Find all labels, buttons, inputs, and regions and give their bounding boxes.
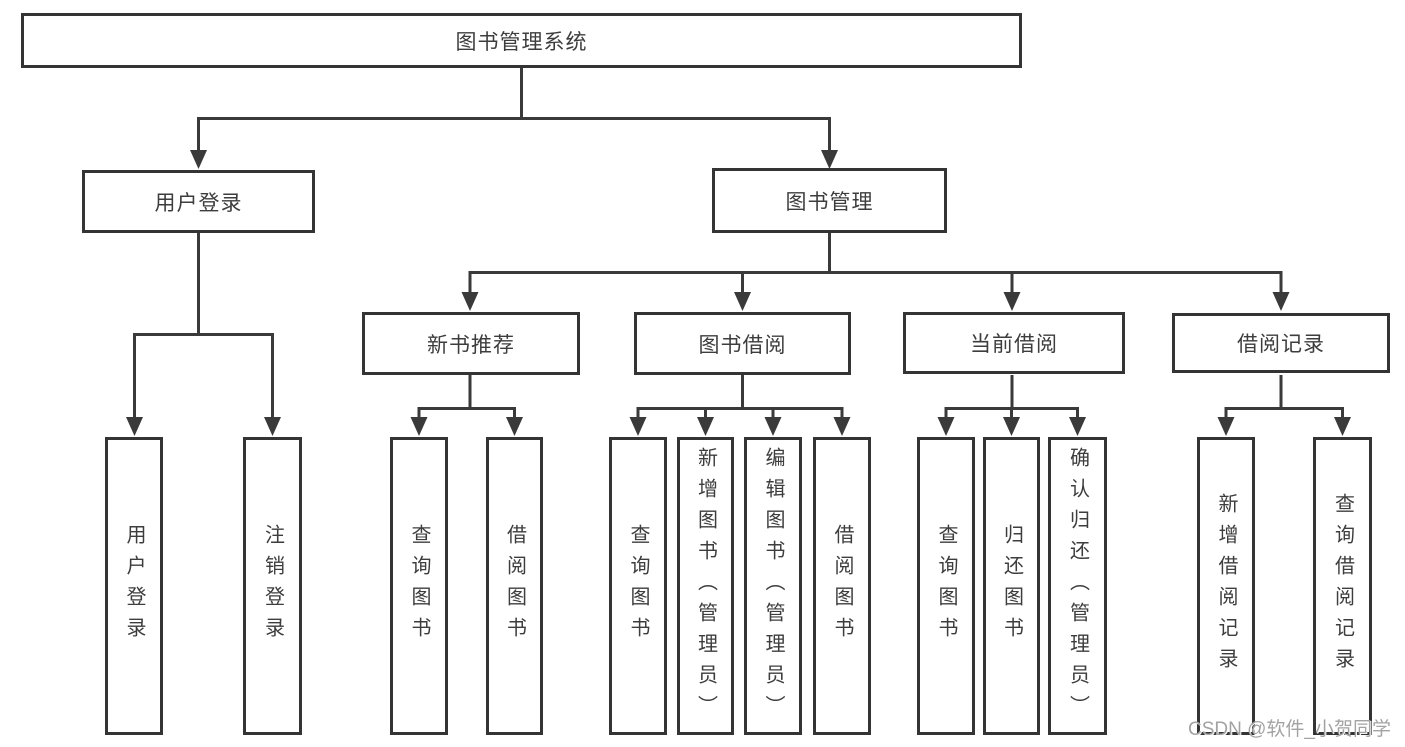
node-label: 查询借阅记录 <box>1331 493 1354 679</box>
node-label: 查询图书 <box>408 524 430 648</box>
connector-user-login-branch <box>133 233 274 418</box>
node-user-login: 用户登录 <box>82 170 315 233</box>
node-label: 借阅记录 <box>1237 333 1325 356</box>
leaf-add-borrow-record: 新增借阅记录 <box>1197 437 1255 735</box>
arrowhead-icon <box>126 417 143 436</box>
arrowhead-icon <box>410 417 428 436</box>
node-label: 图书管理 <box>785 190 874 214</box>
connector-current-borrow-branch <box>944 375 1079 418</box>
leaf-return-books: 归还图书 <box>983 437 1040 735</box>
connector-book-borrow-branch <box>636 375 844 418</box>
leaf-add-books-admin: 新增图书（管理员） <box>677 437 734 735</box>
arrowhead-icon <box>937 417 955 436</box>
node-label: 查询图书 <box>627 524 649 648</box>
connector-book-management-branch <box>468 233 1283 293</box>
node-label: 图书借阅 <box>698 333 787 357</box>
node-borrow-records: 借阅记录 <box>1172 313 1390 373</box>
node-label: 注销登录 <box>261 524 284 648</box>
arrowhead-icon <box>821 150 838 169</box>
arrowhead-icon <box>629 417 647 436</box>
node-current-borrow: 当前借阅 <box>903 312 1125 374</box>
watermark: CSDN @软件_小贺同学 <box>1188 719 1391 740</box>
arrowhead-icon <box>461 292 479 311</box>
node-label: 借阅图书 <box>831 524 853 648</box>
node-label: 当前借阅 <box>970 333 1058 356</box>
arrowhead-icon <box>190 150 207 169</box>
arrowhead-icon <box>1069 417 1086 436</box>
arrowhead-icon <box>1272 292 1290 311</box>
arrowhead-icon <box>1003 417 1020 436</box>
arrowhead-icon <box>734 292 751 311</box>
node-label: 归还图书 <box>1000 524 1023 648</box>
leaf-user-login: 用户登录 <box>105 437 163 735</box>
leaf-query-books-1: 查询图书 <box>390 437 448 735</box>
node-label: 用户登录 <box>154 191 243 215</box>
arrowhead-icon <box>506 417 523 436</box>
leaf-logout: 注销登录 <box>243 437 302 735</box>
node-label: 借阅图书 <box>503 524 526 648</box>
leaf-query-books-3: 查询图书 <box>917 437 975 735</box>
arrowhead-icon <box>1334 417 1351 436</box>
arrowhead-icon <box>764 417 782 436</box>
connector-new-book-branch <box>417 375 516 418</box>
node-label: 新增图书（管理员） <box>694 446 717 726</box>
node-label: 编辑图书（管理员） <box>762 446 784 726</box>
arrowhead-icon <box>1217 417 1235 436</box>
node-label: 图书管理系统 <box>455 30 588 54</box>
leaf-borrow-books-1: 借阅图书 <box>486 437 543 735</box>
leaf-confirm-return-admin: 确认归还（管理员） <box>1048 437 1107 735</box>
node-label: 新书推荐 <box>427 333 515 357</box>
arrowhead-icon <box>833 417 851 436</box>
node-label: 新增借阅记录 <box>1215 493 1237 679</box>
leaf-borrow-books-2: 借阅图书 <box>813 437 871 735</box>
leaf-query-books-2: 查询图书 <box>609 437 667 735</box>
node-new-book-recommend: 新书推荐 <box>362 312 580 375</box>
node-book-borrow: 图书借阅 <box>634 312 851 375</box>
connector-borrow-records-branch <box>1224 375 1344 418</box>
connector-root-to-level2 <box>197 68 831 151</box>
node-label: 用户登录 <box>123 524 145 648</box>
node-library-management-system: 图书管理系统 <box>21 13 1022 68</box>
arrowhead-icon <box>264 417 281 436</box>
leaf-query-borrow-record: 查询借阅记录 <box>1313 437 1372 735</box>
node-label: 查询图书 <box>935 524 957 648</box>
node-book-management: 图书管理 <box>712 168 947 233</box>
leaf-edit-books-admin: 编辑图书（管理员） <box>744 437 802 735</box>
arrowhead-icon <box>1003 292 1021 311</box>
arrowhead-icon <box>697 417 714 436</box>
node-label: 确认归还（管理员） <box>1066 446 1089 726</box>
